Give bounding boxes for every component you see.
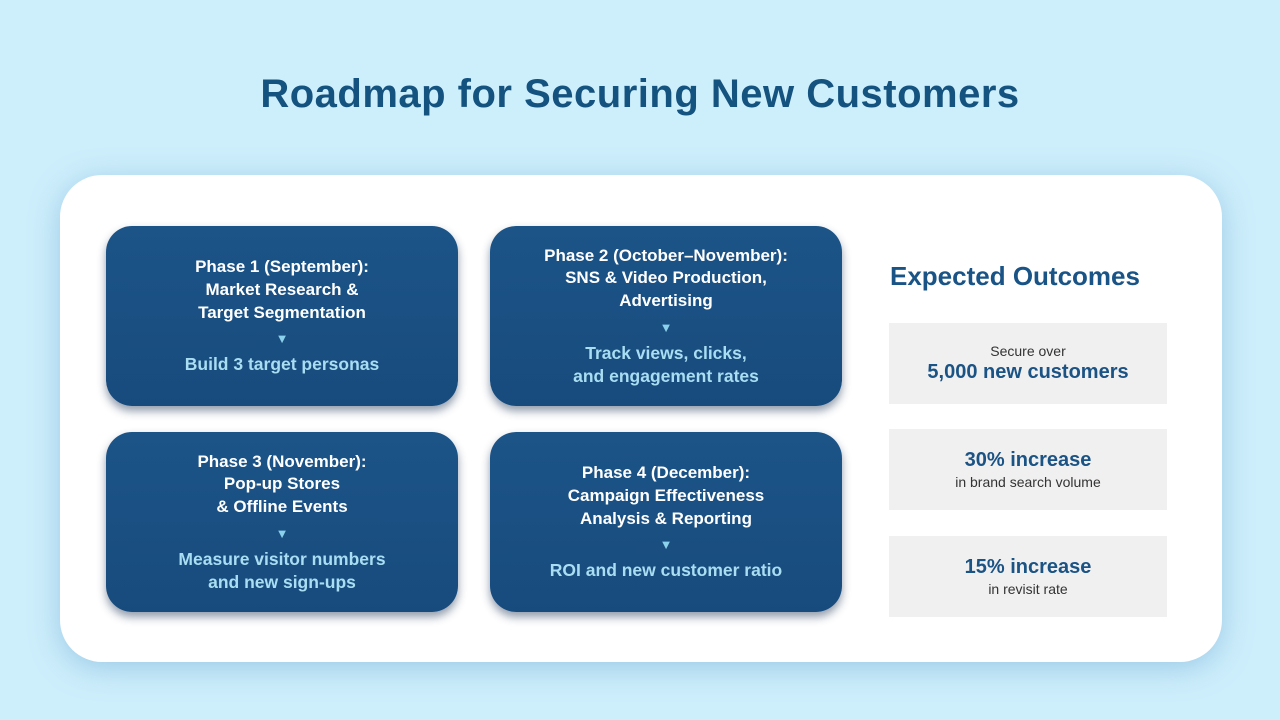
phase-1-result: Build 3 target personas xyxy=(184,354,380,375)
phase-3-card: Phase 3 (November): Pop-up Stores & Offl… xyxy=(106,432,458,612)
outcome-small-label: in brand search volume xyxy=(955,473,1101,490)
phase-2-heading: Phase 2 (October–November): SNS & Video … xyxy=(544,245,788,311)
outcome-item-revisit-rate: 15% increase in revisit rate xyxy=(889,536,1167,617)
arrow-down-icon: ▼ xyxy=(659,537,673,553)
expected-outcomes-heading: Expected Outcomes xyxy=(890,261,1140,291)
phase-2-card: Phase 2 (October–November): SNS & Video … xyxy=(490,226,842,406)
outcome-item-new-customers: Secure over 5,000 new customers xyxy=(889,323,1167,404)
arrow-down-icon: ▼ xyxy=(659,319,673,335)
outcome-small-label: in revisit rate xyxy=(988,580,1068,597)
phase-4-result: ROI and new customer ratio xyxy=(549,560,783,581)
phase-4-card: Phase 4 (December): Campaign Effectivene… xyxy=(490,432,842,612)
arrow-down-icon: ▼ xyxy=(275,331,289,347)
outcome-main-value: 30% increase xyxy=(964,448,1092,471)
phase-1-card: Phase 1 (September): Market Research & T… xyxy=(106,226,458,406)
phase-3-result: Measure visitor numbers and new sign-ups xyxy=(178,548,386,592)
outcome-main-value: 5,000 new customers xyxy=(927,361,1129,384)
outcome-main-value: 15% increase xyxy=(964,555,1092,578)
phase-2-result: Track views, clicks, and engagement rate… xyxy=(573,342,759,386)
slide-title: Roadmap for Securing New Customers xyxy=(260,72,1020,116)
content-panel: Phase 1 (September): Market Research & T… xyxy=(60,175,1222,662)
outcome-small-label: Secure over xyxy=(990,342,1066,359)
outcome-item-brand-search: 30% increase in brand search volume xyxy=(889,429,1167,510)
arrow-down-icon: ▼ xyxy=(275,525,289,541)
phase-4-heading: Phase 4 (December): Campaign Effectivene… xyxy=(567,462,765,528)
phase-3-heading: Phase 3 (November): Pop-up Stores & Offl… xyxy=(197,451,367,517)
phase-1-heading: Phase 1 (September): Market Research & T… xyxy=(195,256,369,322)
